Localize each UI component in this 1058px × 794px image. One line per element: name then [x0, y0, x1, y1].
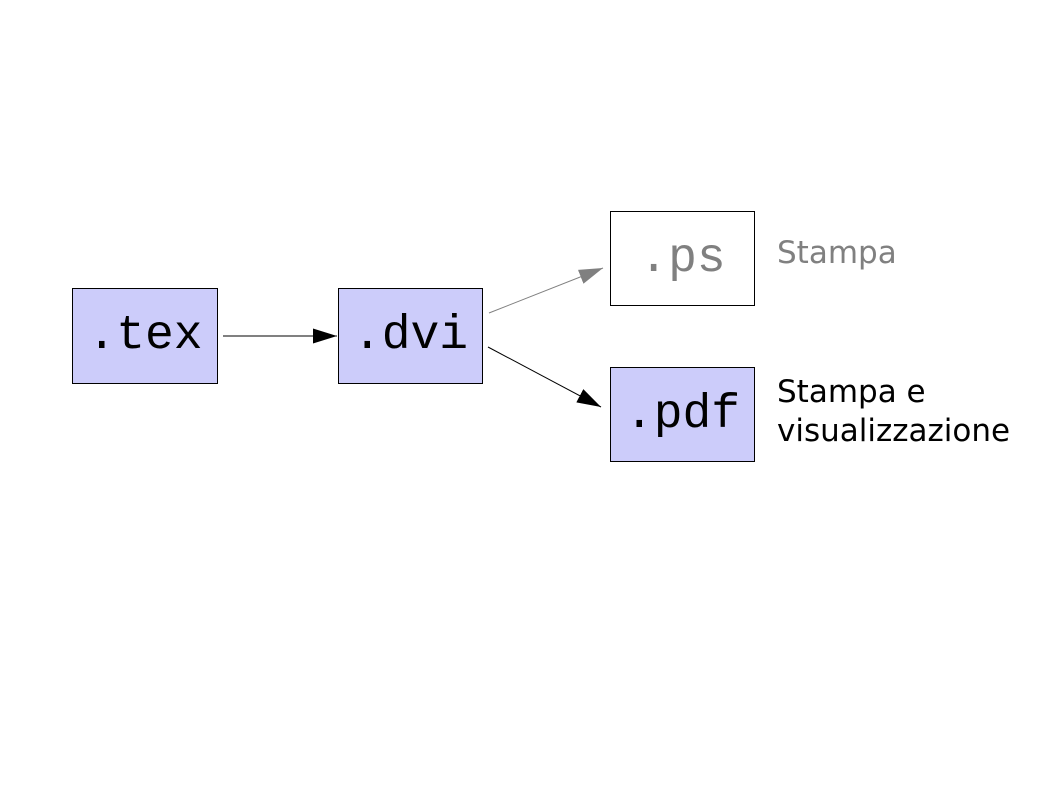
node-dvi: .dvi — [338, 288, 483, 384]
arrow-dvi-to-pdf-icon — [487, 346, 602, 408]
node-pdf: .pdf — [610, 367, 755, 462]
node-tex-label: .tex — [87, 309, 203, 363]
node-pdf-label: .pdf — [624, 387, 741, 442]
node-tex: .tex — [72, 288, 218, 384]
ps-annotation: Stampa — [777, 235, 897, 271]
node-dvi-label: .dvi — [352, 309, 469, 363]
node-ps: .ps — [610, 211, 755, 306]
node-ps-label: .ps — [639, 231, 726, 286]
arrow-dvi-to-ps-icon — [488, 267, 604, 314]
pdf-annotation: Stampa e visualizzazione — [777, 374, 1011, 449]
